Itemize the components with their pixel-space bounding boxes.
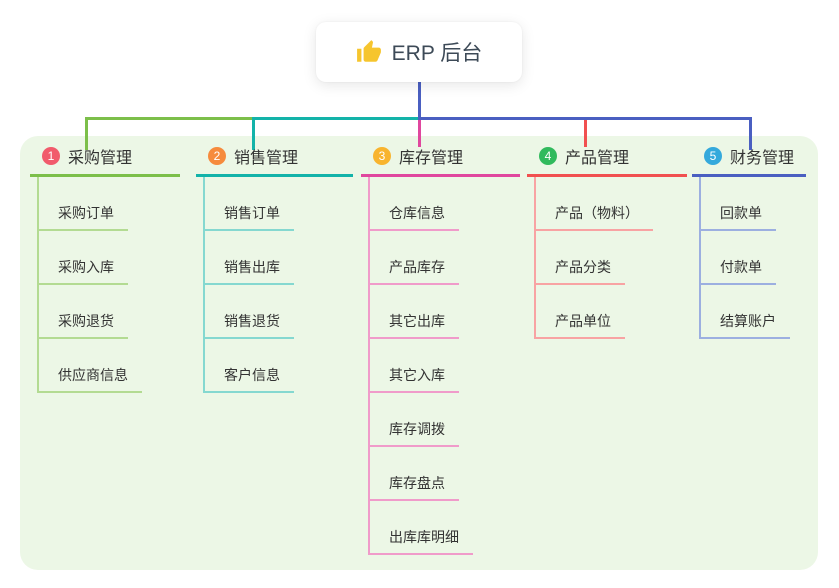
- node-purchase-return[interactable]: 采购退货: [39, 311, 128, 339]
- branch-title: 销售管理: [234, 150, 299, 167]
- node-product-stock[interactable]: 产品库存: [370, 257, 459, 285]
- branch-header-purchase[interactable]: 1 采购管理: [30, 144, 180, 177]
- branch-purchase: 1 采购管理 采购订单 采购入库 采购退货 供应商信息: [30, 144, 180, 393]
- item-row: 采购入库: [39, 231, 180, 285]
- node-payment-bill[interactable]: 付款单: [701, 257, 776, 285]
- node-supplier-info[interactable]: 供应商信息: [39, 365, 142, 393]
- branch-sales: 2 销售管理 销售订单 销售出库 销售退货 客户信息: [196, 144, 353, 393]
- item-row: 供应商信息: [39, 339, 180, 393]
- item-row: 产品分类: [536, 231, 687, 285]
- branch-title: 采购管理: [68, 150, 133, 167]
- branch-inventory: 3 库存管理 仓库信息 产品库存 其它出库 其它入库 库存调拨 库存盘点 出库库…: [361, 144, 520, 555]
- node-warehouse-info[interactable]: 仓库信息: [370, 203, 459, 231]
- item-row: 其它入库: [370, 339, 520, 393]
- branch-items: 销售订单 销售出库 销售退货 客户信息: [203, 177, 353, 393]
- branch-header-finance[interactable]: 5 财务管理: [692, 144, 806, 177]
- item-row: 其它出库: [370, 285, 520, 339]
- thumbs-up-icon: [356, 40, 381, 62]
- item-row: 销售退货: [205, 285, 353, 339]
- item-row: 回款单: [701, 177, 806, 231]
- branch-items: 采购订单 采购入库 采购退货 供应商信息: [37, 177, 180, 393]
- branch-title: 产品管理: [565, 150, 630, 167]
- item-row: 付款单: [701, 231, 806, 285]
- branch-items: 产品（物料） 产品分类 产品单位: [534, 177, 687, 339]
- item-row: 出库库明细: [370, 501, 520, 555]
- item-row: 产品单位: [536, 285, 687, 339]
- item-row: 客户信息: [205, 339, 353, 393]
- branch-header-sales[interactable]: 2 销售管理: [196, 144, 353, 177]
- node-product-unit[interactable]: 产品单位: [536, 311, 625, 339]
- item-row: 库存调拨: [370, 393, 520, 447]
- item-row: 结算账户: [701, 285, 806, 339]
- node-purchase-order[interactable]: 采购订单: [39, 203, 128, 231]
- node-stock-check[interactable]: 库存盘点: [370, 473, 459, 501]
- branch-number-badge: 3: [373, 147, 391, 165]
- item-row: 产品（物料）: [536, 177, 687, 231]
- node-product-category[interactable]: 产品分类: [536, 257, 625, 285]
- node-product-material[interactable]: 产品（物料）: [536, 203, 653, 231]
- branch-finance: 5 财务管理 回款单 付款单 结算账户: [692, 144, 806, 339]
- node-other-outbound[interactable]: 其它出库: [370, 311, 459, 339]
- node-sales-return[interactable]: 销售退货: [205, 311, 294, 339]
- node-purchase-inbound[interactable]: 采购入库: [39, 257, 128, 285]
- branch-header-inventory[interactable]: 3 库存管理: [361, 144, 520, 177]
- branch-number-badge: 2: [208, 147, 226, 165]
- branch-product: 4 产品管理 产品（物料） 产品分类 产品单位: [527, 144, 687, 339]
- branch-items: 回款单 付款单 结算账户: [699, 177, 806, 339]
- branch-number-badge: 4: [539, 147, 557, 165]
- root-title: ERP 后台: [391, 42, 483, 65]
- branch-header-product[interactable]: 4 产品管理: [527, 144, 687, 177]
- item-row: 仓库信息: [370, 177, 520, 231]
- item-row: 库存盘点: [370, 447, 520, 501]
- node-sales-order[interactable]: 销售订单: [205, 203, 294, 231]
- branch-number-badge: 1: [42, 147, 60, 165]
- branch-title: 财务管理: [730, 150, 795, 167]
- branch-title: 库存管理: [399, 150, 464, 167]
- item-row: 采购订单: [39, 177, 180, 231]
- item-row: 销售订单: [205, 177, 353, 231]
- node-stock-transfer[interactable]: 库存调拨: [370, 419, 459, 447]
- node-stock-detail[interactable]: 出库库明细: [370, 527, 473, 555]
- node-sales-outbound[interactable]: 销售出库: [205, 257, 294, 285]
- branch-number-badge: 5: [704, 147, 722, 165]
- item-row: 销售出库: [205, 231, 353, 285]
- node-customer-info[interactable]: 客户信息: [205, 365, 294, 393]
- node-other-inbound[interactable]: 其它入库: [370, 365, 459, 393]
- branches-panel: [20, 136, 818, 570]
- node-receipt-bill[interactable]: 回款单: [701, 203, 776, 231]
- item-row: 采购退货: [39, 285, 180, 339]
- branch-items: 仓库信息 产品库存 其它出库 其它入库 库存调拨 库存盘点 出库库明细: [368, 177, 520, 555]
- root-node[interactable]: ERP 后台: [316, 22, 522, 82]
- item-row: 产品库存: [370, 231, 520, 285]
- node-settlement-account[interactable]: 结算账户: [701, 311, 790, 339]
